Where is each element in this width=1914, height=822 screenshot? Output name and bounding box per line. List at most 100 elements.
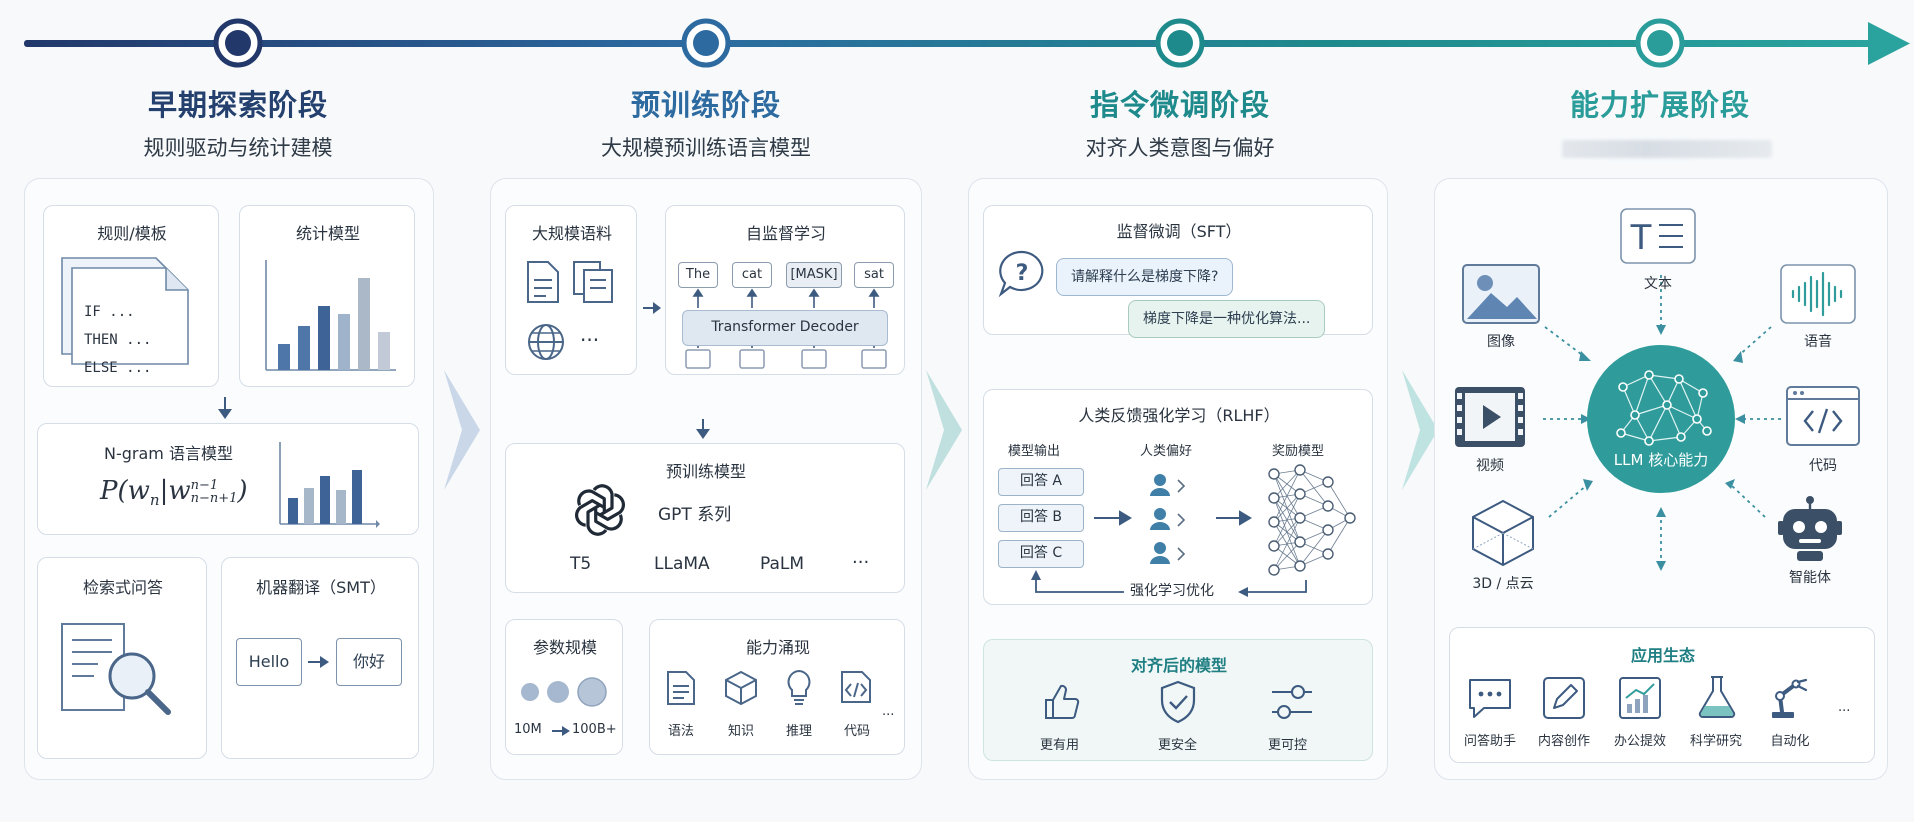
app-scientific-research: 科学研究: [1689, 734, 1742, 749]
ability-code: 代码: [844, 724, 871, 739]
modality-agent-label: 智能体: [1789, 570, 1831, 586]
aligned-safer: 更安全: [1158, 738, 1198, 753]
smt-source: Hello: [236, 638, 302, 686]
grammar-document-icon: [667, 671, 695, 705]
robot-agent-icon: [1778, 496, 1842, 561]
modality-3d-label: 3D / 点云: [1472, 576, 1534, 592]
modality-audio-label: 语音: [1804, 334, 1832, 350]
chevron-right-icon: [444, 370, 480, 490]
arrow-down-icon: [696, 419, 710, 439]
emergent-title: 能力涌现: [745, 638, 810, 657]
office-chart-icon: [1619, 677, 1661, 719]
ecosystem-title: 应用生态: [1630, 646, 1695, 665]
smt-card: 机器翻译（SMT） Hello 你好: [221, 557, 419, 759]
stage-3-panel: 监督微调（SFT） ? 请解释什么是梯度下降? 梯度下降是一种优化算法... 人…: [968, 178, 1388, 780]
rules-title: 规则/模板: [97, 224, 167, 243]
rules-card: 规则/模板 IF ... THEN ... ELSE ...: [43, 205, 219, 387]
documents-icon: [573, 261, 613, 303]
rules-line-else: ELSE ...: [84, 360, 152, 376]
chevron-right-icon: [926, 370, 962, 490]
corpus-more: ···: [580, 328, 600, 352]
rlhf-answer-a: 回答 A: [998, 468, 1084, 496]
self-supervised-card: 自监督学习 The cat [MASK] sat Transformer Dec…: [665, 205, 905, 375]
capability-hub-connectors: [1543, 275, 1781, 571]
svg-text:?: ?: [1016, 261, 1029, 286]
sft-title: 监督微调（SFT）: [1116, 222, 1242, 241]
sliders-icon: [1272, 685, 1312, 719]
sft-answer-bubble: 梯度下降是一种优化算法...: [1128, 300, 1326, 338]
flask-icon: [1698, 676, 1736, 718]
ngram-title: N-gram 语言模型: [104, 444, 233, 463]
openai-logo-icon: [575, 484, 625, 536]
aligned-more-controllable: 更可控: [1268, 738, 1308, 753]
param-scale-to: 100B+: [572, 722, 617, 737]
llm-core-label: LLM 核心能力: [1613, 451, 1709, 469]
aligned-title: 对齐后的模型: [1130, 656, 1227, 675]
pencil-edit-icon: [1543, 677, 1585, 719]
timeline-arrowhead: [1868, 22, 1910, 65]
modality-image-label: 图像: [1487, 334, 1515, 350]
app-office-productivity: 办公提效: [1613, 734, 1666, 749]
timeline-node-1: [213, 18, 263, 68]
param-scale-title: 参数规模: [532, 638, 597, 657]
image-icon: [1462, 264, 1540, 324]
neural-network-icon: [1273, 469, 1351, 571]
retrieval-qa-title: 检索式问答: [82, 578, 163, 597]
ability-knowledge: 知识: [728, 724, 755, 739]
ability-grammar: 语法: [668, 724, 695, 739]
smt-title: 机器翻译（SMT）: [256, 578, 386, 597]
timeline-node-4: [1635, 18, 1685, 68]
arrow-right-icon: [552, 726, 570, 736]
stage-1-title: 早期探索阶段: [147, 88, 328, 122]
document-icon: [61, 257, 189, 365]
app-content-creation: 内容创作: [1537, 734, 1590, 749]
token-cat: cat: [732, 262, 772, 288]
stage-2-title: 预训练阶段: [630, 88, 781, 122]
ability-reasoning: 推理: [786, 724, 813, 739]
document-icon: [527, 261, 559, 303]
stage-1-subtitle: 规则驱动与统计建模: [143, 136, 333, 160]
corpus-title: 大规模语料: [531, 224, 612, 243]
param-scale-card: 参数规模 10M 100B+: [505, 619, 623, 755]
lightbulb-icon: [787, 669, 811, 705]
bar-chart-icon: [279, 442, 380, 528]
arrow-right-icon: [308, 656, 329, 668]
model-llama: LLaMA: [654, 554, 710, 574]
model-t5: T5: [570, 554, 592, 574]
video-icon: [1455, 387, 1525, 447]
retrieval-qa-card: 检索式问答: [37, 557, 207, 759]
pretrained-model-card: 预训练模型 GPT 系列 T5 LLaMA PaLM ···: [505, 443, 905, 593]
token-the: The: [678, 262, 718, 288]
scale-circles-icon: [521, 677, 607, 707]
token-mask: [MASK]: [786, 262, 842, 288]
rules-line-then: THEN ...: [84, 332, 152, 348]
aligned-more-helpful: 更有用: [1040, 738, 1080, 753]
person-icon: [1150, 474, 1170, 564]
thumbs-up-icon: [1045, 684, 1080, 719]
stats-model-title: 统计模型: [295, 224, 360, 243]
stage-4-panel: LLM 核心能力 T 文本 图像 语音 视频 代码 3D / 点云 智能体 应用…: [1434, 178, 1888, 780]
app-automation: 自动化: [1770, 734, 1810, 749]
llm-core-circle: [1587, 345, 1735, 493]
rlhf-flow-diagram: [1031, 464, 1356, 597]
question-bubble-icon: ?: [998, 250, 1044, 298]
rlhf-answer-c: 回答 C: [998, 540, 1084, 568]
bar-chart-icon: [265, 260, 396, 371]
text-icon: T: [1620, 208, 1696, 264]
rlhf-answer-b: 回答 B: [998, 504, 1084, 532]
smt-target: 你好: [336, 638, 402, 686]
timeline: [24, 18, 1910, 68]
model-palm: PaLM: [760, 554, 805, 574]
audio-waveform-icon: [1780, 264, 1856, 324]
rlhf-title: 人类反馈强化学习（RLHF）: [1078, 406, 1280, 425]
search-document-icon: [61, 623, 171, 715]
param-scale-from: 10M: [514, 722, 542, 737]
globe-icon: [528, 324, 564, 360]
token-sat: sat: [854, 262, 894, 288]
app-ecosystem-card: 应用生态 问答助手 内容创作 办公提效 科学研究 自动化 ...: [1449, 627, 1875, 763]
modality-text-label: 文本: [1644, 276, 1672, 292]
app-more: ...: [1838, 700, 1851, 715]
ssl-title: 自监督学习: [745, 224, 826, 243]
gpt-series-label: GPT 系列: [658, 505, 732, 525]
